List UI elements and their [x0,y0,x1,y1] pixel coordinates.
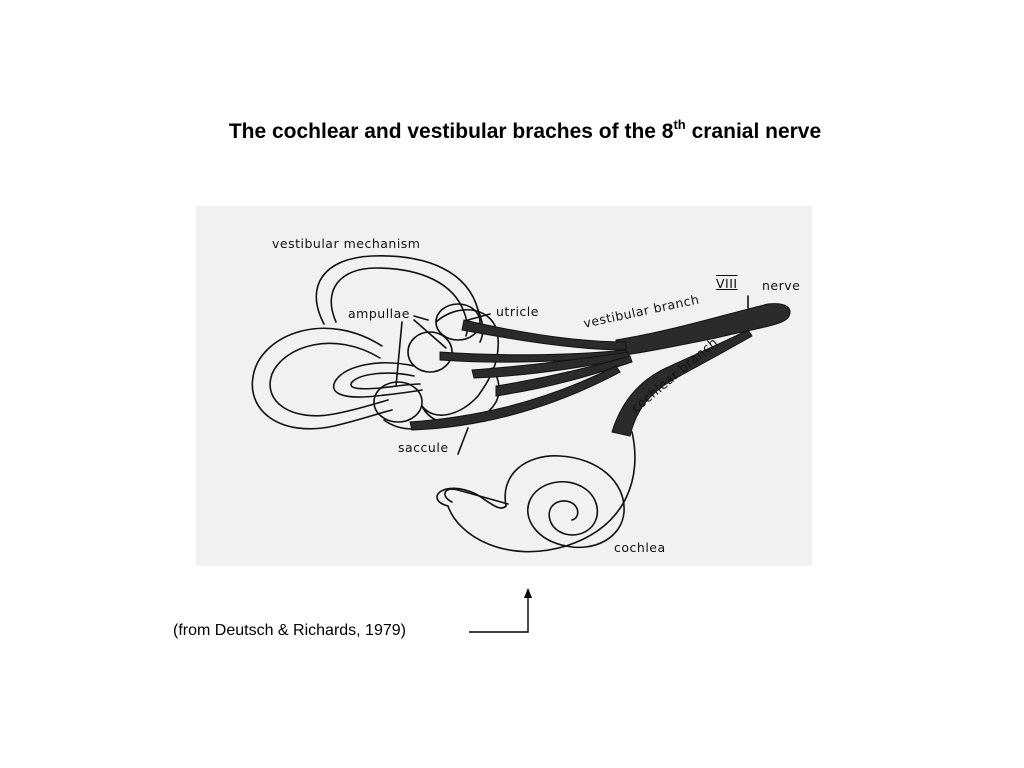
small-canal-inner [350,372,421,390]
label-viii: VIII [716,276,738,291]
ampulla-middle [407,331,453,373]
nerve-fibers [409,303,791,437]
caption-arrow-head [524,588,532,598]
label-saccule: saccule [398,440,449,455]
cochlea-base [444,488,509,505]
ampullae-pointer-1 [413,315,429,321]
label-utricle: utricle [496,304,539,319]
small-canal-outer [332,362,423,398]
inner-ear-drawing [251,255,791,553]
slide-title-text: The cochlear and vestibular braches of t… [228,120,674,143]
utricle-pointer [467,313,491,321]
utricle-outline [421,309,499,416]
slide-title: The cochlear and vestibular braches of t… [0,117,1024,144]
slide-title-end: cranial nerve [685,120,822,143]
label-nerve: nerve [762,278,801,293]
label-vestibular-mechanism: vestibular mechanism [272,236,421,251]
label-ampullae: ampullae [348,306,410,321]
vestibular-fiber-4 [495,355,633,397]
semicircular-canal-outer [315,255,484,343]
source-caption: (from Deutsch & Richards, 1979) [173,622,406,639]
saccule-pointer [457,427,469,455]
ampullae-pointer-3 [413,319,447,349]
cochlea-spiral [504,455,625,549]
slide-title-superscript: th [673,117,686,132]
nerve-trunk [615,303,791,357]
left-canal-outer [251,327,393,430]
caption-arrow-line [469,596,529,633]
cochlear-branch-fiber [611,329,753,437]
label-cochlea: cochlea [614,540,666,555]
ampullae-pointer-2 [395,321,403,387]
left-canal-inner [269,342,389,417]
vestibular-fiber-5 [409,365,621,431]
inner-ear-diagram: vestibular mechanism ampullae utricle VI… [196,206,812,566]
ampulla-lower [373,381,423,423]
